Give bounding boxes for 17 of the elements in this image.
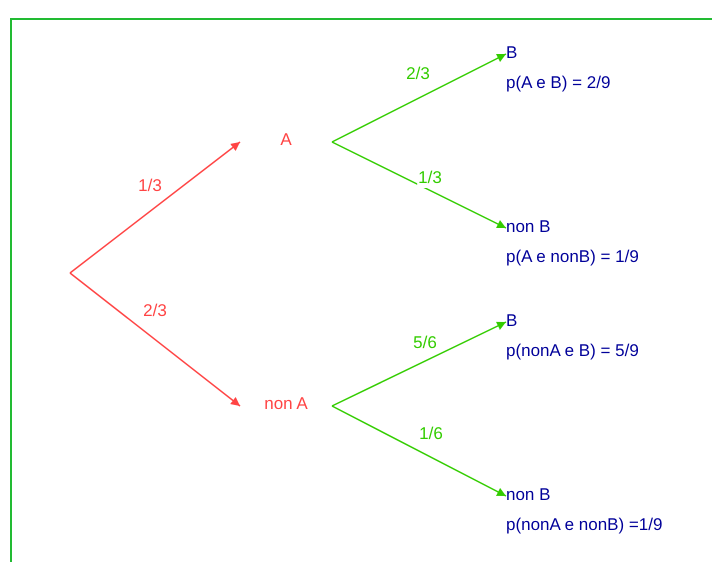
probability-text: p(A e nonB) = 1/9 [506, 246, 639, 268]
outcome-label: non B [506, 484, 550, 506]
outcome-label: non A [264, 393, 308, 415]
probability-text: p(nonA e B) = 5/9 [506, 340, 639, 362]
arrow [332, 53, 506, 143]
arrow [332, 321, 506, 407]
outcome-label: B [506, 42, 518, 64]
edge-label: 1/3 [417, 168, 443, 188]
arrow [332, 405, 506, 497]
outcome-label: B [506, 310, 518, 332]
arrow [332, 141, 506, 229]
arrow [70, 141, 240, 274]
arrow [70, 272, 240, 407]
outcome-label: non B [506, 216, 550, 238]
probability-text: p(nonA e nonB) =1/9 [506, 514, 662, 536]
probability-text: p(A e B) = 2/9 [506, 72, 610, 94]
outcome-label: A [280, 129, 292, 151]
